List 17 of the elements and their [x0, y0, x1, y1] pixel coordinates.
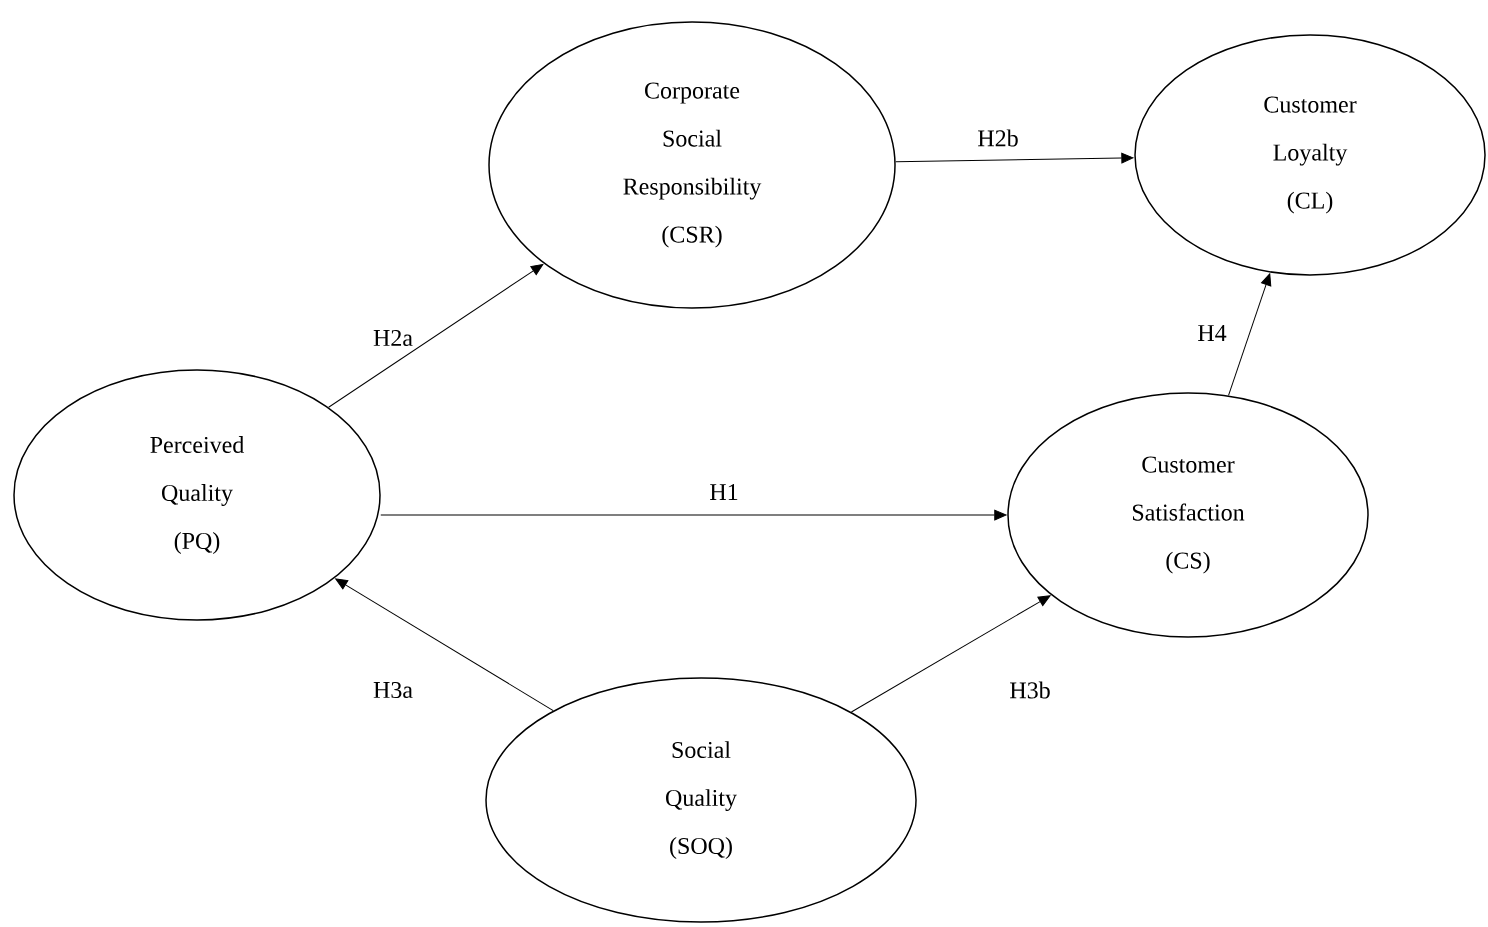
arrow — [335, 578, 554, 712]
edge-label: H2b — [978, 129, 1018, 147]
arrow — [380, 509, 1007, 521]
edge-label: H4 — [1198, 325, 1227, 341]
edge-label: H3b — [1010, 681, 1050, 699]
arrow — [328, 263, 544, 408]
edge-label: H2a — [373, 329, 413, 347]
ellipse-node: Customer Loyalty (CL) — [1134, 34, 1486, 276]
ellipse-node: Social Quality (SOQ) — [485, 677, 917, 923]
edge-label: H1 — [710, 484, 738, 500]
ellipse-node: Perceived Quality (PQ) — [13, 369, 381, 621]
arrow — [850, 595, 1051, 713]
ellipse-node: Customer Satisfaction (CS) — [1007, 392, 1369, 638]
arrow — [895, 152, 1134, 164]
edge-label: H3a — [373, 681, 413, 699]
ellipse-node: Corporate Social Responsibility (CSR) — [488, 21, 896, 309]
arrow — [1228, 273, 1272, 396]
